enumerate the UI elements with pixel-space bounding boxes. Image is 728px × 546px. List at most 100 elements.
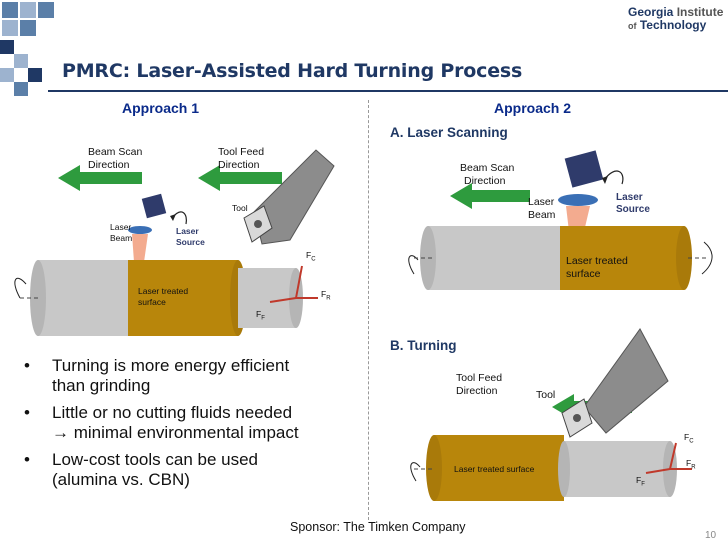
a2-laser-source-label: Laser Source <box>616 192 650 216</box>
a2-treated-line1: Laser treated <box>566 255 628 267</box>
workpiece-left <box>38 260 128 336</box>
force-fc <box>295 265 303 299</box>
column-divider <box>368 100 369 520</box>
a2-force-fc <box>669 442 677 470</box>
a2-treated-zone <box>560 226 684 290</box>
a1-fc-f: F <box>306 250 312 260</box>
a2-tool-holder <box>583 328 669 434</box>
approach2-turning-diagram <box>410 328 692 501</box>
a2-laser-beam-label: Laser Beam <box>528 196 555 222</box>
a1-beam-scan-line1: Beam Scan <box>88 146 143 158</box>
list-item: • Little or no cutting fluids needed → m… <box>22 403 362 443</box>
bullet-line: Little or no cutting fluids needed <box>52 403 293 422</box>
logo-word-georgia: Georgia <box>628 5 674 19</box>
a1-laser-source-line1: Laser <box>176 226 199 236</box>
a1-laser-beam-line1: Laser <box>110 222 132 232</box>
bullet-marker: • <box>24 356 30 375</box>
a1-ff-f: F <box>256 309 262 319</box>
force-ff <box>269 297 297 303</box>
a2b-treated-label: Laser treated surface <box>454 464 535 474</box>
bullet-line: Turning is more energy efficient <box>52 356 290 375</box>
a2-ff-f: F <box>636 475 642 485</box>
workpiece-right <box>238 268 296 328</box>
a2-tool-feed-line2: Direction <box>456 385 498 397</box>
a1-ff-sub: F <box>261 315 265 322</box>
a1-fr-f: F <box>321 289 327 299</box>
a2-tool-label: Tool <box>536 389 556 401</box>
a2-fr-f: F <box>686 458 692 468</box>
laser-beam-cone <box>132 234 148 262</box>
a2-workpiece <box>428 226 560 290</box>
a2b-treated-zone <box>434 435 564 501</box>
a1-laser-source-line2: Source <box>176 237 205 247</box>
bullet-line: Low-cost tools can be used <box>52 450 259 469</box>
list-item: • Turning is more energy efficient than … <box>22 356 362 396</box>
a2-scanning-title: A. Laser Scanning <box>390 125 508 140</box>
a1-ff-label: FF <box>256 309 265 325</box>
a1-laser-source-label: Laser Source <box>176 226 205 248</box>
a1-tool-feed-line1: Tool Feed <box>218 146 265 158</box>
georgia-tech-logo: Georgia Institute of Technology <box>628 6 723 33</box>
treated-zone <box>128 260 238 336</box>
laser-source-box <box>141 193 167 219</box>
a2-beam-scan-arrow <box>450 183 530 209</box>
a2-treated-line2: surface <box>566 268 601 280</box>
a2-treated-label: Laser treated surface <box>566 255 628 281</box>
logo-word-institute: Institute <box>676 5 724 19</box>
tool-feed-arrow <box>198 165 282 191</box>
a1-treated-label: Laser treated surface <box>138 286 188 308</box>
a2-laser-beam-line2: Beam <box>528 209 556 221</box>
beam-scan-arrow <box>58 165 142 191</box>
bullet-line: → minimal environmental impact <box>52 423 299 442</box>
approach2-scanning-diagram <box>408 150 713 290</box>
a2-laser-source-line1: Laser <box>616 192 643 203</box>
a1-beam-scan-line2: Direction <box>88 159 130 171</box>
a1-tool-feed-label: Tool Feed Direction <box>218 146 264 172</box>
a1-tool-feed-line2: Direction <box>218 159 260 171</box>
logo-word-technology: Technology <box>639 18 707 32</box>
a1-beam-scan-label: Beam Scan Direction <box>88 146 142 172</box>
approach1-diagram <box>14 149 335 336</box>
a2-ff-label: FF <box>636 475 645 491</box>
a2-tool-feed-line1: Tool Feed <box>456 372 503 384</box>
benefits-list: • Turning is more energy efficient than … <box>22 356 362 497</box>
a2-force-ff <box>645 468 671 474</box>
a2-laser-beam-line1: Laser <box>528 196 555 208</box>
logo-word-of: of <box>628 21 637 31</box>
page-number: 10 <box>705 530 717 541</box>
approach2-heading: Approach 2 <box>494 100 572 116</box>
a2-fr-label: FR <box>686 458 696 474</box>
sponsor-text: Sponsor: The Timken Company <box>290 520 466 534</box>
laser-lens <box>128 226 152 234</box>
pmrc-logo <box>0 0 56 96</box>
a1-fr-label: FR <box>321 289 331 305</box>
a2-laser-lens <box>558 194 598 206</box>
tool-holder <box>253 149 335 245</box>
bullet-marker: • <box>24 450 30 469</box>
a2b-workpiece <box>564 441 670 497</box>
approach1-heading: Approach 1 <box>122 100 200 116</box>
a2-beam-scan-line2: Direction <box>464 175 506 187</box>
a2-fr-sub: R <box>691 464 696 471</box>
a1-laser-beam-line2: Beam <box>110 233 133 243</box>
a2-beam-scan-label: Beam Scan Direction <box>460 162 514 188</box>
a2-fc-label: FC <box>684 432 694 448</box>
a2-fc-f: F <box>684 432 690 442</box>
title-rule <box>48 90 728 92</box>
a2-ff-sub: F <box>641 481 645 488</box>
a1-fc-sub: C <box>311 256 316 263</box>
a1-fr-sub: R <box>326 295 331 302</box>
a2-tool-feed-label: Tool Feed Direction <box>456 372 502 398</box>
a1-treated-line2: surface <box>138 297 166 307</box>
a2-turning-title: B. Turning <box>390 338 457 353</box>
bullet-marker: • <box>24 403 30 422</box>
a2-fc-sub: C <box>689 438 694 445</box>
a2-laser-source-line2: Source <box>616 204 650 215</box>
list-item: • Low-cost tools can be used (alumina vs… <box>22 450 362 490</box>
a2-beam-scan-line1: Beam Scan <box>460 162 515 174</box>
a1-treated-line1: Laser treated <box>138 286 189 296</box>
a2-laser-source-box <box>564 150 604 188</box>
slide-title: PMRC: Laser-Assisted Hard Turning Proces… <box>62 60 523 82</box>
bullet-line: than grinding <box>52 376 151 395</box>
a1-fc-label: FC <box>306 250 316 266</box>
